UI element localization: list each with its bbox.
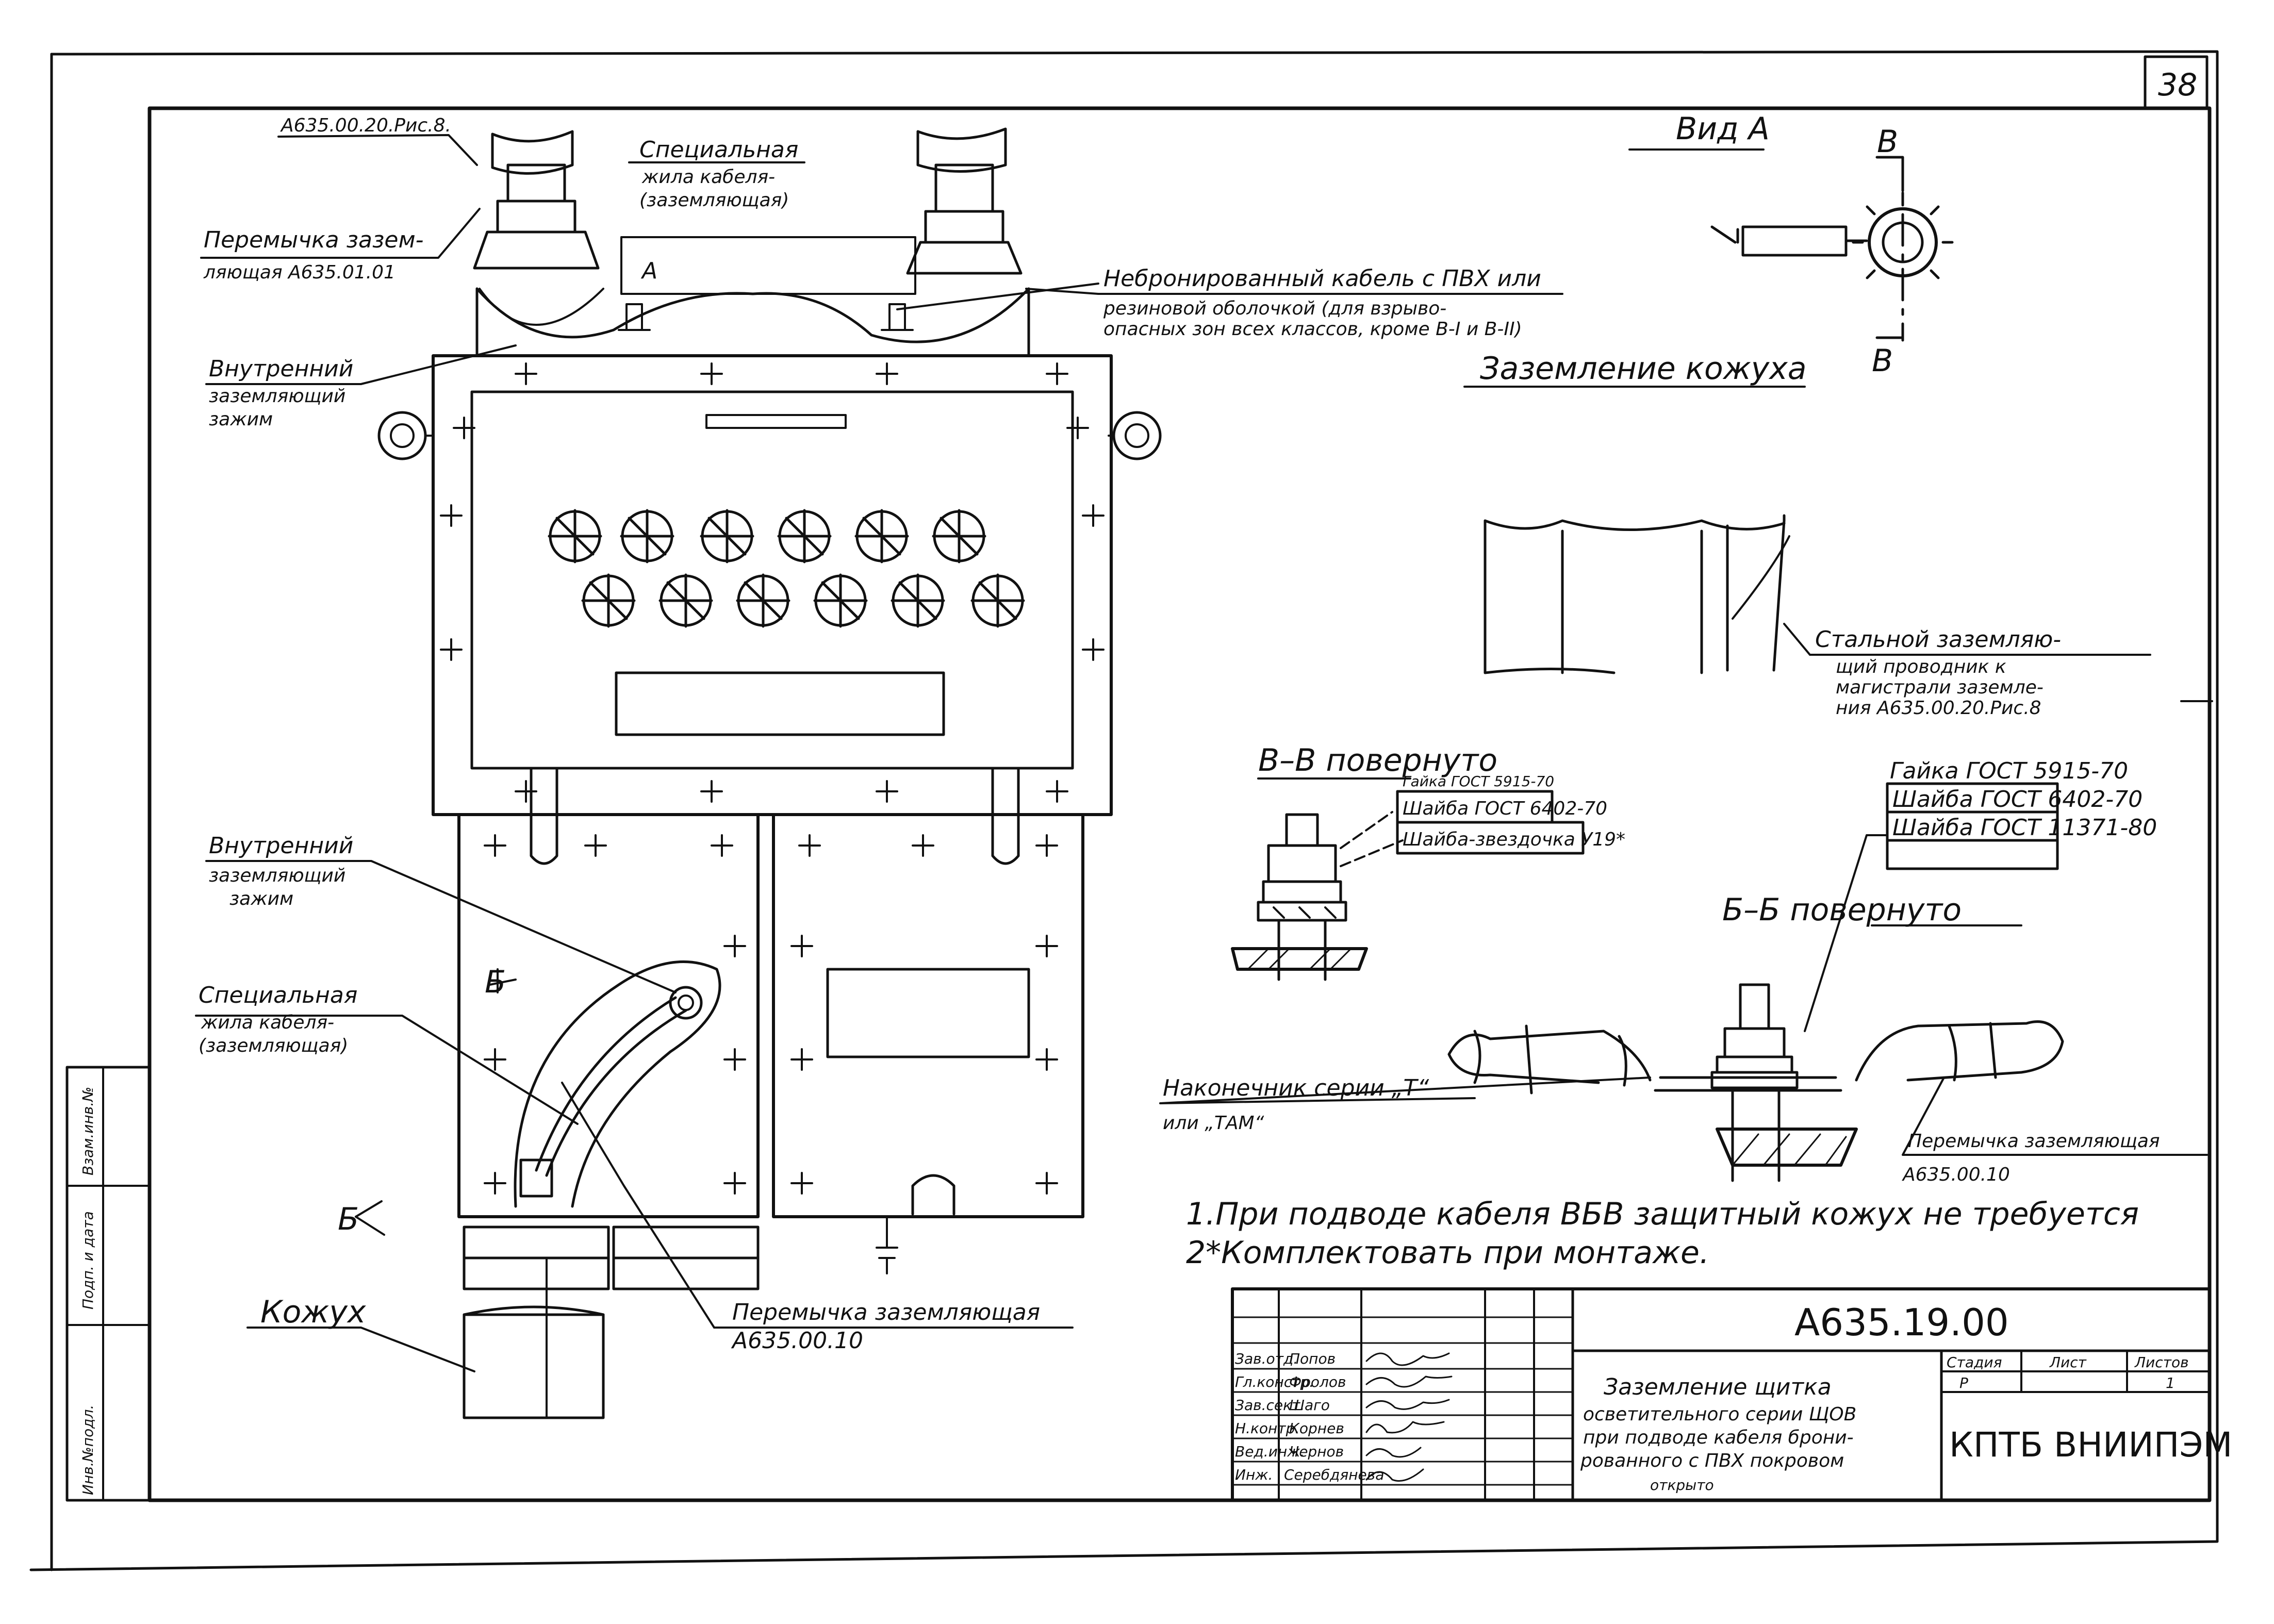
view-a: В В — [1710, 124, 1954, 379]
label-inner-clamp-top-1: Внутренний — [209, 356, 353, 382]
label-unarmored-1: Небронированный кабель с ПВХ или — [1103, 266, 1541, 292]
annotation-labels: А635.00.20.Рис.8. Специальная жила кабел… — [199, 111, 2160, 1354]
label-bb-part-2: Шайба ГОСТ 6402-70 — [1892, 786, 2143, 813]
hood-ground-stud-left — [618, 303, 651, 331]
sheets-header: Листов — [2134, 1354, 2189, 1371]
role-3: Зав.сект. — [1235, 1397, 1305, 1414]
label-section-b-top: Б — [485, 964, 506, 1000]
section-bb — [1447, 782, 2064, 1182]
label-inner-clamp-bottom-2: заземляющий — [209, 865, 345, 886]
label-inner-clamp-bottom-1: Внутренний — [209, 833, 353, 859]
breaker-row-1 — [548, 509, 986, 564]
title-block: Зав.отд. Попов Гл.констр. Фролов Зав.сек… — [1231, 1287, 2232, 1502]
name-5: Чернов — [1289, 1443, 1344, 1460]
frame-screws — [440, 362, 1105, 803]
label-unarmored-3: опасных зон всех классов, кроме В-I и В-… — [1103, 319, 1522, 340]
title-line-1: Заземление щитка — [1604, 1374, 1832, 1400]
name-2: Фролов — [1289, 1373, 1346, 1390]
bottom-gland-and-casing — [463, 1225, 760, 1419]
label-section-b-bottom: Б — [338, 1201, 359, 1237]
label-section-vv: В–В повернуто — [1258, 742, 1497, 778]
panel-front-view: А — [377, 127, 1162, 865]
label-inner-clamp-top-3: зажим — [209, 409, 273, 430]
name-1: Попов — [1289, 1350, 1336, 1367]
sheet-header: Лист — [2049, 1354, 2087, 1371]
leader-lines — [195, 134, 2213, 1372]
mounting-lug-left — [377, 411, 434, 460]
stage-value: Р — [1959, 1374, 1968, 1391]
title-line-5: открыто — [1650, 1477, 1714, 1494]
label-unarmored-2: резиновой оболочкой (для взрыво- — [1103, 298, 1446, 319]
role-4: Н.контр. — [1235, 1420, 1299, 1437]
title-line-3: при подводе кабеля брони- — [1583, 1427, 1854, 1448]
role-1: Зав.отд. — [1235, 1350, 1298, 1367]
role-5: Вед.инж. — [1235, 1443, 1305, 1460]
label-special-core-bottom-3: (заземляющая) — [199, 1035, 348, 1056]
label-bridge-right-2: А635.00.10 — [1902, 1164, 2010, 1185]
section-vv — [1231, 790, 1585, 981]
label-steel-conductor-1: Стальной заземляю- — [1815, 626, 2061, 653]
label-steel-conductor-2: щий проводник к — [1836, 656, 2006, 677]
label-casing: Кожух — [260, 1294, 366, 1330]
side-stamp-inv: Инв.№подл. — [79, 1405, 96, 1495]
title-line-4: рованного с ПВХ покровом — [1580, 1450, 1844, 1471]
label-ref-top: А635.00.20.Рис.8. — [280, 115, 451, 136]
label-bb-part-1: Гайка ГОСТ 5915-70 — [1890, 758, 2128, 784]
breaker-row-2 — [581, 573, 1025, 628]
side-stamp: Инв.№подл. Подп. и дата Взам.инв.№ — [65, 1066, 151, 1502]
signatures — [1365, 1352, 1453, 1482]
role-6: Инж. — [1235, 1466, 1273, 1483]
label-bridge-bottom-2: А635.00.10 — [731, 1328, 863, 1354]
label-bridge-right-1: Перемычка заземляющая — [1908, 1131, 2160, 1152]
title-line-2: осветительного серии ЩОВ — [1583, 1404, 1856, 1425]
organization: КПТБ ВНИИПЭМ — [1949, 1425, 2232, 1465]
label-steel-conductor-4: ния А635.00.20.Рис.8 — [1836, 698, 2041, 719]
sheet-frame: 38 — [29, 50, 2219, 1571]
label-special-core-bottom-2: жила кабеля- — [201, 1012, 334, 1033]
label-special-core-top-3: (заземляющая) — [639, 190, 789, 211]
view-a-marker: А — [640, 258, 657, 284]
label-vv-part-1: Гайка ГОСТ 5915-70 — [1403, 773, 1554, 790]
note-2: 2*Комплектовать при монтаже. — [1186, 1235, 1709, 1271]
casing-grounding-detail — [1484, 514, 1790, 674]
label-bridge-bottom-1: Перемычка заземляющая — [732, 1299, 1040, 1325]
label-vv-part-2: Шайба ГОСТ 6402-70 — [1403, 798, 1607, 819]
sheet-number: 38 — [2158, 67, 2197, 103]
label-inner-clamp-top-2: заземляющий — [209, 386, 345, 407]
label-special-core-top-1: Специальная — [639, 137, 798, 163]
label-bridge-top-2: ляющая А635.01.01 — [203, 262, 396, 283]
label-special-core-bottom-1: Специальная — [199, 982, 357, 1008]
hood-ground-stud-right — [881, 303, 914, 331]
label-bb-part-3: Шайба ГОСТ 11371-80 — [1892, 815, 2157, 841]
name-4: Корнев — [1289, 1420, 1344, 1437]
name-6: Серебдянева — [1284, 1466, 1384, 1483]
lower-compartment-right — [772, 813, 1084, 1274]
stage-header: Стадия — [1947, 1354, 2002, 1371]
document-code: А635.19.00 — [1794, 1301, 2009, 1344]
side-stamp-sign: Подп. и дата — [79, 1211, 96, 1310]
label-vv-part-3: Шайба-звездочка У19* — [1403, 829, 1625, 850]
view-a-b-top: В — [1877, 124, 1898, 160]
label-lug-2: или „ТАМ“ — [1163, 1113, 1264, 1134]
label-inner-clamp-bottom-3: зажим — [229, 888, 293, 909]
label-section-bb: Б–Б повернуто — [1722, 892, 1962, 928]
role-2: Гл.констр. — [1235, 1373, 1314, 1390]
lower-compartment-left — [457, 813, 760, 1218]
label-view-a: Вид А — [1676, 111, 1770, 147]
label-special-core-top-2: жила кабеля- — [641, 167, 775, 188]
right-cable-gland — [906, 127, 1023, 275]
name-3: Шаго — [1289, 1397, 1330, 1414]
left-cable-gland — [473, 130, 604, 326]
label-lug-1: Наконечник серии „Т“ — [1163, 1075, 1429, 1101]
note-1: 1.При подводе кабеля ВБВ защитный кожух … — [1186, 1196, 2139, 1232]
sheets-value: 1 — [2166, 1374, 2175, 1391]
mounting-lug-right — [1108, 411, 1162, 460]
label-bridge-top-1: Перемычка зазем- — [204, 227, 424, 253]
label-steel-conductor-3: магистрали заземле- — [1836, 677, 2044, 698]
view-a-b-bottom: В — [1872, 343, 1893, 379]
label-casing-grounding: Заземление кожуха — [1480, 351, 1807, 387]
side-stamp-replace: Взам.инв.№ — [79, 1087, 96, 1175]
